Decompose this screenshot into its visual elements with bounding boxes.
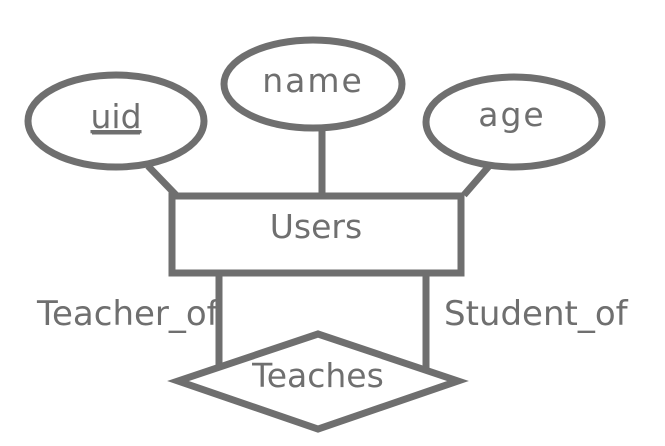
attribute-name-label: name	[262, 61, 364, 100]
age-connector-line	[461, 162, 493, 198]
uid-connector-line	[145, 163, 179, 198]
role-teacher-of-label: Teacher_of	[36, 294, 220, 334]
attribute-name-ellipse	[220, 36, 406, 132]
attribute-age-label: age	[478, 95, 545, 134]
attribute-uid-label: uid	[90, 97, 141, 136]
attribute-age-ellipse	[422, 73, 606, 171]
attribute-uid: uid	[24, 71, 208, 171]
role-student-of-label: Student_of	[444, 294, 629, 334]
entity-users-label: Users	[270, 207, 362, 246]
attribute-uid-ellipse	[24, 71, 208, 171]
attribute-age: age	[422, 73, 606, 171]
relationship-teaches: Teaches	[167, 330, 469, 433]
entity-users: Users	[168, 192, 465, 277]
attribute-name: name	[220, 36, 406, 132]
entity-users-box	[168, 192, 465, 277]
relationship-teaches-label: Teaches	[251, 356, 384, 395]
relationship-teaches-diamond	[167, 330, 469, 433]
